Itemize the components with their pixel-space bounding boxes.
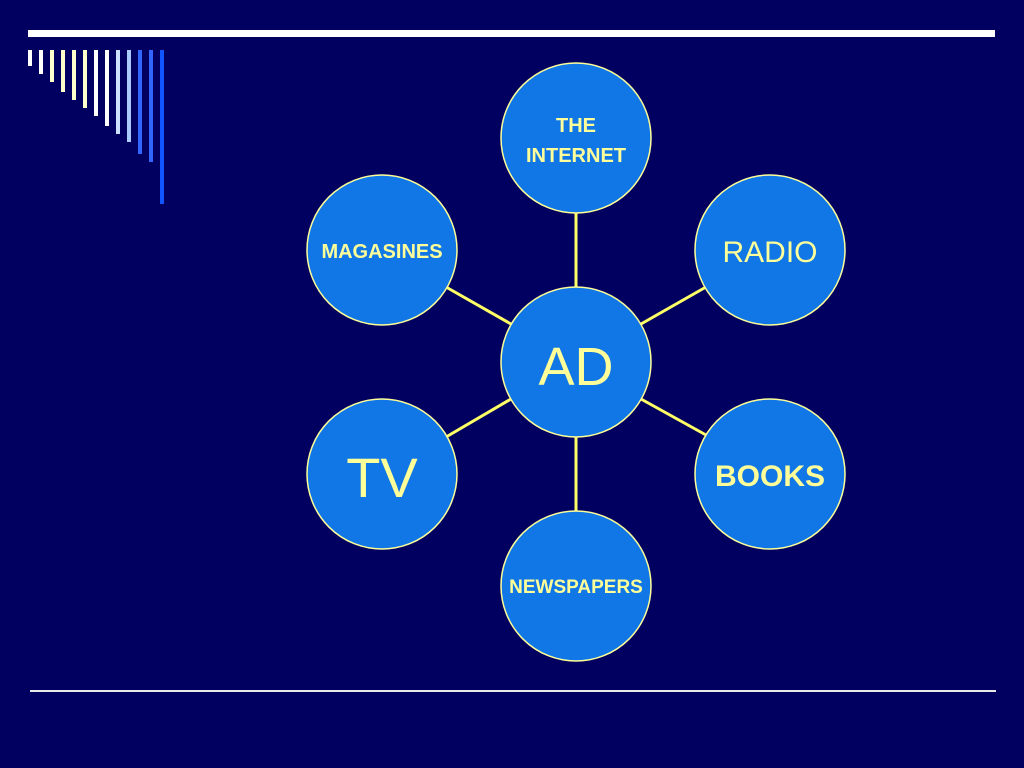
node-newspapers-label: NEWSPAPERS xyxy=(509,577,643,598)
decorative-bar xyxy=(105,50,109,126)
bottom-divider xyxy=(30,690,996,692)
top-divider xyxy=(28,30,995,37)
decorative-bar xyxy=(127,50,131,142)
decorative-bar xyxy=(72,50,76,100)
decorative-bar xyxy=(39,50,43,74)
decorative-bar xyxy=(28,50,32,66)
decorative-bar xyxy=(149,50,153,162)
node-magasines-label: MAGASINES xyxy=(321,241,442,263)
node-center: AD xyxy=(500,286,652,438)
decorative-bar xyxy=(138,50,142,154)
decorative-bar xyxy=(116,50,120,134)
connector-tv xyxy=(445,397,512,439)
node-internet: THE INTERNET xyxy=(500,62,652,214)
connector-radio xyxy=(640,285,707,326)
node-books-label: BOOKS xyxy=(715,460,825,493)
decorative-bar xyxy=(160,50,164,204)
node-tv-label: TV xyxy=(346,446,418,509)
node-radio: RADIO xyxy=(694,174,846,326)
decorative-bar xyxy=(50,50,54,82)
node-internet-line-1: THE xyxy=(556,115,596,137)
node-radio-label: RADIO xyxy=(722,236,817,269)
node-books: BOOKS xyxy=(694,398,846,550)
node-newspapers: NEWSPAPERS xyxy=(500,510,652,662)
decorative-bar xyxy=(61,50,65,92)
node-center-label: AD xyxy=(538,337,613,397)
decorative-bar xyxy=(94,50,98,116)
node-magasines: MAGASINES xyxy=(306,174,458,326)
node-tv: TV xyxy=(306,398,458,550)
node-internet-line-2: INTERNET xyxy=(526,145,626,167)
connector-magasines xyxy=(445,285,512,326)
connector-books xyxy=(640,397,707,437)
decorative-bar xyxy=(83,50,87,108)
